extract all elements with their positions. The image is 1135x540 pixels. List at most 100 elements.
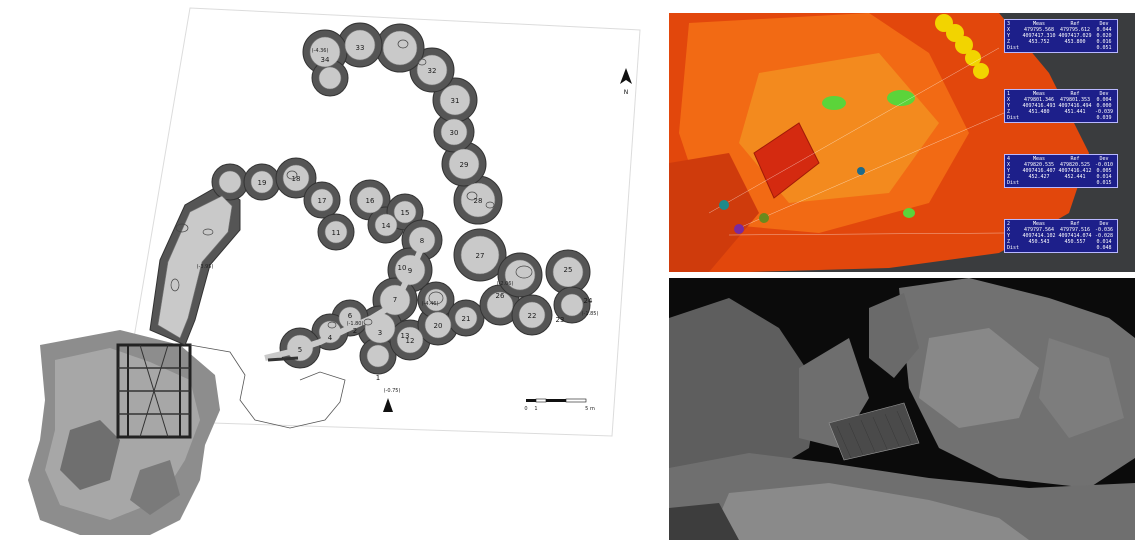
chamber-label: 30 <box>450 129 459 137</box>
chamber-label: 31 <box>451 97 460 105</box>
cell: 450.557 <box>1064 239 1086 245</box>
row-label: X <box>1007 227 1011 233</box>
cell: -0.039 <box>1094 109 1114 115</box>
surface-outline <box>189 344 346 429</box>
cell: 4097416.412 <box>1058 168 1092 174</box>
cell: 479795.568 <box>1023 27 1055 33</box>
elevation-label: (-4.36) <box>312 48 329 54</box>
cell: 453.752 <box>1028 39 1050 45</box>
row-label: Y <box>1007 168 1011 174</box>
chamber-label: 25 <box>564 266 573 274</box>
chamber-label: 9 <box>408 267 412 275</box>
col-header: Dev <box>1099 91 1109 97</box>
cell: 453.800 <box>1064 39 1086 45</box>
scale-label-5m: 5 m <box>585 406 595 412</box>
north-arrow-icon: N <box>620 68 632 96</box>
chamber-label: 16 <box>366 197 375 205</box>
cell: 0.004 <box>1096 97 1112 103</box>
elevation-label: (-2.06) <box>497 281 514 287</box>
cell <box>1021 245 1057 251</box>
col-header: Ref <box>1070 91 1080 97</box>
cell: 0.014 <box>1096 174 1112 180</box>
cell <box>1057 245 1093 251</box>
building-roof <box>753 122 820 199</box>
elevation-label: (-0.75) <box>384 388 401 394</box>
roof-stripes <box>836 410 912 459</box>
col-header: Dev <box>1099 156 1109 162</box>
row-label: X <box>1007 97 1011 103</box>
chamber-label: 21 <box>462 315 471 323</box>
chamber-label: 28 <box>474 197 483 205</box>
cell: 4097416.494 <box>1058 103 1092 109</box>
row-label: Dist <box>1007 245 1020 251</box>
north-label: N <box>624 89 629 96</box>
row-label: X <box>1007 27 1011 33</box>
table-id: 3 <box>1007 21 1011 27</box>
col-header: Meas <box>1032 221 1046 227</box>
cell: 4097417.029 <box>1058 33 1092 39</box>
cell: 479820.535 <box>1023 162 1055 168</box>
elevation-marks: (-4.36) (-3.95) (-2.06) (-1.85) (-1.80) … <box>197 48 599 394</box>
chamber-numbers: 1 2 3 4 5 6 7 8 9 10 11 12 13 14 15 16 1… <box>258 44 593 382</box>
cell: 4097417.310 <box>1022 33 1056 39</box>
chamber-label: 18 <box>292 175 301 183</box>
target-marker <box>734 224 744 234</box>
target-marker <box>759 213 769 223</box>
col-header: Ref <box>1070 156 1080 162</box>
chamber-label: 34 <box>321 56 330 64</box>
cell <box>1021 115 1057 121</box>
chamber-label: 10 <box>398 264 407 272</box>
cell: 479797.516 <box>1059 227 1091 233</box>
table-id: 1 <box>1007 91 1011 97</box>
chamber-label: 7 <box>393 296 397 304</box>
chamber-label: 24 <box>584 297 593 305</box>
chamber-label: 6 <box>348 312 353 320</box>
chamber-label: 8 <box>420 237 424 245</box>
chamber-label: 14 <box>382 222 391 230</box>
ground-surface <box>669 453 1135 540</box>
row-label: Dist <box>1007 115 1020 121</box>
chamber-label: 27 <box>476 252 485 260</box>
chamber-label: 23 <box>556 316 565 324</box>
vegetation-patches <box>822 90 915 218</box>
row-label: Z <box>1007 174 1011 180</box>
tree-highlights <box>935 14 989 79</box>
cave-chambers <box>149 22 591 375</box>
tree-canopy <box>669 278 1135 488</box>
row-label: Z <box>1007 239 1011 245</box>
cell: 0.039 <box>1096 115 1112 121</box>
row-label: Y <box>1007 103 1011 109</box>
point-cloud-grayscale-render <box>669 278 1135 540</box>
cell: 0.048 <box>1096 245 1112 251</box>
cell: 0.005 <box>1096 168 1112 174</box>
chamber-label: 26 <box>496 292 505 300</box>
chamber-label: 1 <box>376 374 380 382</box>
table-id: 4 <box>1007 156 1011 162</box>
cell: 451.480 <box>1028 109 1050 115</box>
chamber-label: 29 <box>460 161 469 169</box>
col-header: Meas <box>1032 21 1046 27</box>
cell <box>1057 115 1093 121</box>
chamber-label: 11 <box>332 229 341 237</box>
col-header: Meas <box>1032 91 1046 97</box>
excavation-plan: 1 2 3 4 5 6 7 8 9 10 11 12 13 14 15 16 1… <box>28 7 641 535</box>
chamber-label: 5 <box>298 346 302 354</box>
cell: 479820.525 <box>1059 162 1091 168</box>
cell: 4097416.493 <box>1022 103 1056 109</box>
elevation-label: (-1.80) <box>347 321 364 327</box>
cell: 450.543 <box>1028 239 1050 245</box>
cell <box>1021 45 1057 51</box>
chamber-label: 20 <box>434 322 443 330</box>
target-marker <box>857 167 865 175</box>
chamber-label: 32 <box>428 67 437 75</box>
building-roof <box>828 402 920 461</box>
chamber-label: 17 <box>318 197 327 205</box>
cell: -0.010 <box>1094 162 1114 168</box>
plan-drawing: 1 2 3 4 5 6 7 8 9 10 11 12 13 14 15 16 1… <box>28 7 641 535</box>
cell: 0.016 <box>1096 39 1112 45</box>
chamber-label: 19 <box>258 179 267 187</box>
cell: 479797.564 <box>1023 227 1055 233</box>
